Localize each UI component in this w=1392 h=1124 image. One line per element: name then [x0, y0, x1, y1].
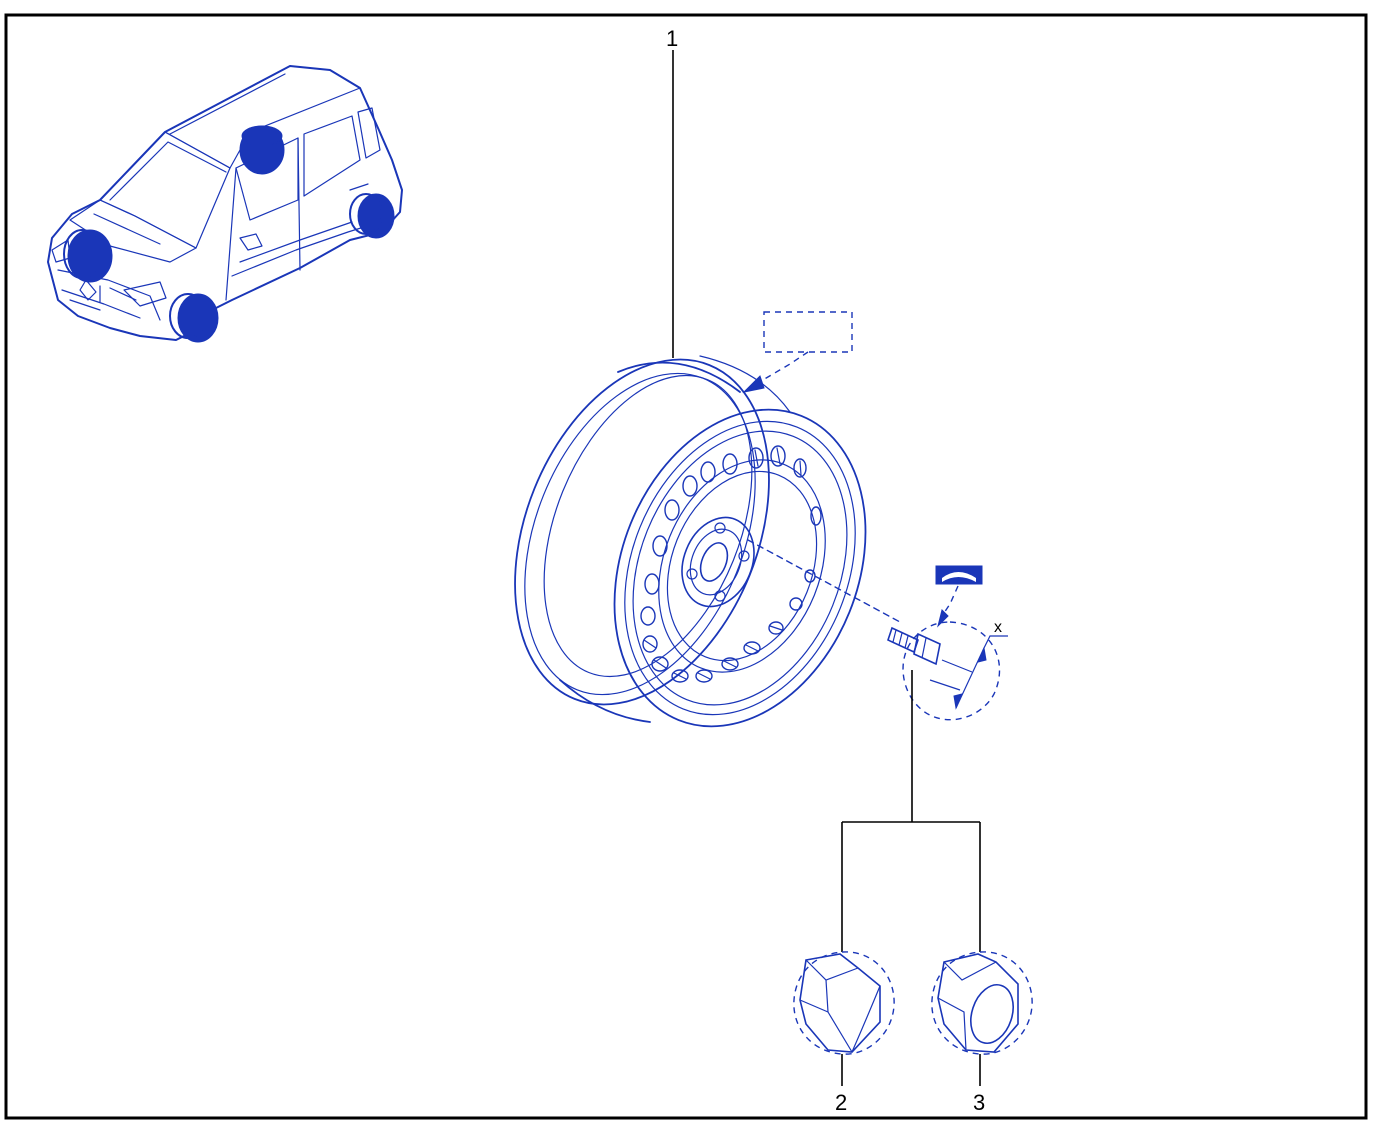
diagram-border	[4, 13, 1368, 1120]
callout-label-1: 1	[666, 26, 678, 51]
steel-wheel	[514, 355, 901, 728]
wheel-bolt: x	[887, 619, 1008, 721]
wheel-highlight-front-right	[169, 293, 219, 343]
callout-label-3: 3	[973, 1090, 985, 1115]
ventilation-holes	[640, 445, 822, 683]
wheel-nut-open	[931, 951, 1033, 1055]
wheel-highlight-roof-spare	[239, 125, 285, 175]
dimension-label-x: x	[994, 619, 1002, 636]
callout-label-2: 2	[835, 1090, 847, 1115]
car-locator-icon	[47, 65, 403, 343]
torque-wrench-icon	[935, 565, 983, 628]
wheel-nut-closed	[793, 951, 895, 1055]
wheel-highlight-front-left	[63, 229, 113, 283]
wheel-highlight-rear-right	[349, 193, 395, 239]
reference-placeholder-icon	[742, 311, 853, 393]
